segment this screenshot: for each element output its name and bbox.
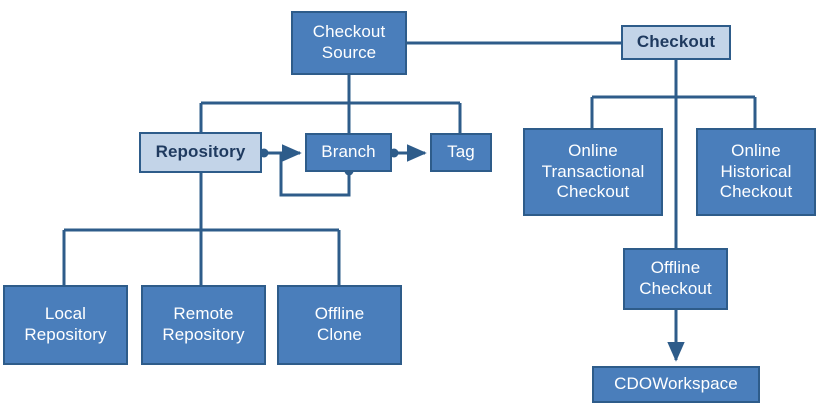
node-tag-label: Tag bbox=[447, 142, 475, 162]
node-checkout[interactable]: Checkout bbox=[621, 25, 731, 60]
node-local-repository-label: Local Repository bbox=[24, 304, 107, 344]
edge-branch-self-loop bbox=[279, 153, 351, 197]
node-remote-repository[interactable]: Remote Repository bbox=[141, 285, 266, 365]
node-checkout-source[interactable]: Checkout Source bbox=[291, 11, 407, 75]
node-cdo-workspace-label: CDOWorkspace bbox=[614, 374, 738, 394]
node-tag[interactable]: Tag bbox=[430, 133, 492, 172]
node-local-repository[interactable]: Local Repository bbox=[3, 285, 128, 365]
node-offline-clone[interactable]: Offline Clone bbox=[277, 285, 402, 365]
node-offline-checkout-label: Offline Checkout bbox=[639, 258, 712, 298]
node-offline-checkout[interactable]: Offline Checkout bbox=[623, 248, 728, 310]
node-checkout-source-label: Checkout Source bbox=[312, 22, 386, 62]
node-online-transactional-checkout[interactable]: Online Transactional Checkout bbox=[523, 128, 663, 216]
node-branch-label: Branch bbox=[321, 142, 376, 162]
node-offline-clone-label: Offline Clone bbox=[314, 304, 365, 344]
node-repository[interactable]: Repository bbox=[139, 132, 262, 173]
node-checkout-label: Checkout bbox=[636, 32, 716, 52]
node-remote-repository-label: Remote Repository bbox=[162, 304, 245, 344]
node-repository-label: Repository bbox=[155, 142, 246, 162]
node-online-historical-checkout[interactable]: Online Historical Checkout bbox=[696, 128, 816, 216]
node-cdo-workspace[interactable]: CDOWorkspace bbox=[592, 366, 760, 403]
node-online-historical-checkout-label: Online Historical Checkout bbox=[719, 140, 793, 202]
node-online-transactional-checkout-label: Online Transactional Checkout bbox=[541, 140, 645, 202]
node-branch[interactable]: Branch bbox=[305, 133, 392, 172]
